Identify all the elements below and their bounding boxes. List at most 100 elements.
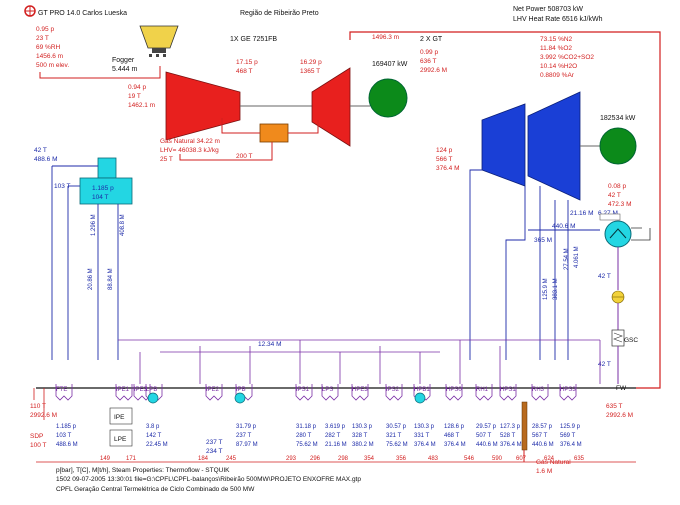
svg-text:2992.6 M: 2992.6 M: [420, 67, 447, 74]
state-p: 127.3 p: [500, 424, 521, 430]
st-piping: [469, 169, 600, 360]
gas-temp: 296: [310, 456, 321, 462]
da-p: 1.185 p: [92, 185, 114, 192]
svg-text:0.8809 %Ar: 0.8809 %Ar: [540, 72, 575, 79]
combustor-t: 200 T: [236, 153, 253, 160]
state-m: 380.2 M: [352, 442, 374, 448]
lpe-label: LPE: [114, 436, 127, 443]
footer-units: p[bar], T[C], M[t/h], Steam Properties: …: [56, 467, 230, 474]
hrsg-section-label: HPB1: [414, 387, 430, 393]
state-p: 31.18 p: [296, 424, 317, 430]
fuel-t: 25 T: [160, 156, 173, 163]
hrsg-right-m: 2992.6 M: [606, 412, 633, 419]
gas-temp: 546: [464, 456, 475, 462]
lpe-box: [109, 429, 133, 447]
hrsg-section-label: HPS3: [560, 387, 576, 393]
state-t: 237 T: [236, 433, 252, 439]
hrsg-section-label: RH3: [532, 387, 545, 393]
gas-temp: 245: [226, 456, 237, 462]
state-t: 142 T: [146, 433, 162, 439]
ambient-conditions: 0.95 p 23 T 69 %RH 1456.6 m 500 m elev.: [36, 26, 69, 69]
state-p: 31.79 p: [236, 424, 257, 430]
hrsg-section: IPS2: [385, 384, 403, 401]
state-m: 488.6 M: [56, 442, 78, 448]
lpb-drum: [147, 392, 159, 404]
st-flow-e: 125.9 M: [543, 278, 549, 300]
da-m4: 88.84 M: [108, 268, 114, 290]
svg-text:11.84 %O2: 11.84 %O2: [540, 45, 572, 52]
hrsg-section-label: FTE: [56, 387, 67, 393]
left-t: 42 T: [34, 147, 47, 154]
hrsg-section: HPS3: [559, 384, 577, 401]
footer-title: CPFL Geração Central Termelétrica de Cic…: [56, 486, 255, 493]
state-p: 29.57 p: [476, 424, 497, 430]
region-title: Região de Ribeirão Preto: [240, 10, 319, 17]
state-t: 528 T: [500, 433, 516, 439]
hrsg-left-t: 110 T: [30, 403, 46, 410]
makeup-m: 21.16 M: [570, 210, 594, 217]
svg-text:0.99 p: 0.99 p: [420, 49, 438, 56]
state-t: 328 T: [352, 433, 368, 439]
state-t: 567 T: [532, 433, 548, 439]
ambient-p: 0.95 p: [36, 26, 54, 33]
hrsg-section-label: IPS2: [386, 387, 400, 393]
deaerator: [79, 157, 133, 205]
state-p: 28.57 p: [532, 424, 553, 430]
fogger-unit: [139, 25, 179, 57]
state-p: 128.6 p: [444, 424, 465, 430]
condenser-state: 0.08 p 42 T 472.3 M: [608, 183, 632, 208]
condensate-pump-icon: [611, 290, 625, 304]
fogger-label: Fogger: [112, 57, 135, 64]
hrsg-section-label: HPE3: [352, 387, 368, 393]
svg-text:376.4 M: 376.4 M: [436, 165, 460, 172]
hrsg-section-label: IPE1: [116, 387, 130, 393]
condenser: [599, 213, 651, 248]
st-generator: [599, 127, 637, 165]
gas-temp: 149: [100, 456, 111, 462]
da-m3: 20.86 M: [88, 268, 94, 290]
hrsg-section: FTE: [55, 384, 73, 401]
ambient-air-line: [39, 66, 161, 79]
exhaust-duct: [349, 31, 661, 389]
state-m: 376.4 M: [444, 442, 466, 448]
svg-text:636 T: 636 T: [420, 58, 437, 65]
svg-text:124 p: 124 p: [436, 147, 453, 154]
state-m: 75.62 M: [296, 442, 318, 448]
left-t2: 103 T: [54, 183, 71, 190]
gas-temp: 590: [492, 456, 503, 462]
hrsg-section-label: HPS1: [500, 387, 516, 393]
stack-t: 100 T: [30, 442, 47, 449]
ambient-elev: 500 m elev.: [36, 62, 69, 69]
hrsg-section-label: HPS0: [446, 387, 462, 393]
gt-generator: [368, 78, 408, 118]
gas-temp: 354: [364, 456, 375, 462]
hpb-drum: [414, 392, 426, 404]
state-p: 130.3 p: [414, 424, 435, 430]
hrsg-section: IPE2: [205, 384, 223, 401]
state-m: 21.16 M: [325, 442, 347, 448]
hrsg-section-label: IPE2: [206, 387, 220, 393]
gas-temp: 293: [286, 456, 297, 462]
ambient-m: 1456.6 m: [36, 53, 63, 60]
state-t: 468 T: [444, 433, 460, 439]
svg-text:3.992 %CO2+SO2: 3.992 %CO2+SO2: [540, 54, 594, 61]
gas-turbine-expander: [311, 67, 351, 147]
gas-temp: 483: [428, 456, 439, 462]
gas-temp: 635: [574, 456, 585, 462]
ipe-box: [109, 407, 133, 425]
steam-turbine-hp: [481, 103, 526, 187]
stack-label: SDP: [30, 433, 43, 440]
hrsg-section-label: RH1: [476, 387, 489, 393]
state-t: 280 T: [296, 433, 312, 439]
cw-m: 6.27 M: [598, 210, 618, 217]
state-t: 507 T: [476, 433, 492, 439]
exhaust-composition: 73.15 %N2 11.84 %O2 3.992 %CO2+SO2 10.14…: [540, 36, 594, 79]
gas-temp: 607: [516, 456, 527, 462]
hrsg-section: HPS0: [445, 384, 463, 401]
net-power: Net Power 508703 kW: [513, 6, 583, 13]
compressor-outlet: 17.15 p 468 T: [236, 59, 258, 75]
gas-temp: 356: [396, 456, 407, 462]
